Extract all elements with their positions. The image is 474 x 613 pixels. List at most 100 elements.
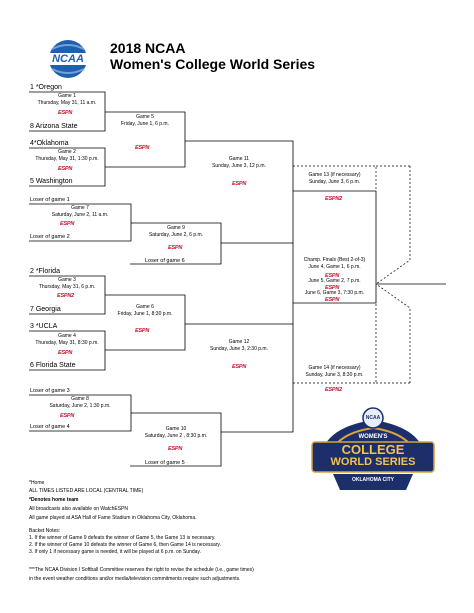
game-6-info: Game 6 Friday, June 1, 8:30 p.m. [105,304,185,318]
game-10-name: Game 10 [165,426,187,432]
page-title-line2: Women's College World Series [110,56,316,72]
game-13-time: Sunday, June 3, 6 p.m. [308,179,361,185]
loser-slot-g5: Loser of game 5 [145,460,185,466]
finals-game-3: June 6, Game 3, 7:30 p.m. [304,290,365,296]
game-1-info: Game 1 Thursday, May 31, 11 a.m. [29,93,105,107]
team-slot-1: 1 *Oregon [30,84,62,91]
game-9-name: Game 9 [167,225,185,231]
game-12-name: Game 12 [228,339,250,345]
loser-slot-g2: Loser of game 2 [30,234,70,240]
game-10-time: Saturday, June 2 , 8:30 p.m. [144,433,208,439]
game-12-espn-logo: ESPN [232,364,247,370]
game-1-espn-logo: ESPN [58,110,73,116]
game-4-info: Game 4 Thursday, May 31, 8:30 p.m. [29,333,105,347]
finals-info: Champ. Finals (Best 2-of-3) June 4, Game… [293,257,376,271]
game-11-info: Game 11 Sunday, June 3, 12 p.m. [185,156,293,170]
game-13-espn2-logo: ESPN2 [325,196,343,202]
finals-game-1-espn-logo: ESPN [325,273,340,279]
game-3-name: Game 3 [58,277,76,283]
ncaa-logo: NCAA [40,39,96,79]
footer-note-1: 1. If the winner of Game 9 defeats the w… [29,535,216,541]
footer-denotes-home: *Denotes home team [29,497,79,503]
game-12-info: Game 12 Sunday, June 3, 2:30 p.m. [185,339,293,353]
ncaa-logo-graphic [42,40,94,78]
game-5-espn-logo: ESPN [135,145,150,151]
wcws-line2-text: WORLD SERIES [330,456,416,468]
game-9-time: Saturday, June 2, 6 p.m. [148,232,204,238]
finals-game-3-espn-logo: ESPN [325,297,340,303]
team-slot-2: 2 *Florida [30,268,60,275]
footer-reserve-1: ***The NCAA Division I Softball Committe… [29,567,254,573]
loser-slot-g6: Loser of game 6 [145,258,185,264]
footer-backet-notes: Backet Notes: [29,528,61,534]
footer-reserve-2: in the event weather conditions and/or m… [29,576,241,582]
footer-note-3: 3. If only 1 if necessary game is needed… [29,549,201,555]
team-slot-5: 5 Washington [30,178,73,185]
game-9-info: Game 9 Saturday, June 2, 6 p.m. [131,225,221,239]
loser-slot-g1: Loser of game 1 [30,197,70,203]
game-14-name: Game 14 (if necessary) [308,365,361,371]
game-11-time: Sunday, June 3, 12 p.m. [212,163,266,169]
game-3-time: Thursday, May 31, 6 p.m. [38,284,96,290]
wcws-city-text: OKLAHOMA CITY [351,477,395,483]
game-6-name: Game 6 [136,304,154,310]
game-1-time: Thursday, May 31, 11 a.m. [37,100,97,106]
finals-game-1: June 4, Game 1, 6 p.m. [308,264,361,270]
game-3-info: Game 3 Thursday, May 31, 6 p.m. [29,277,105,291]
game-13-info: Game 13 (if necessary) Sunday, June 3, 6… [293,172,376,186]
finals-game-2: June 5, Game 2, 7 p.m. [308,278,361,284]
game-7-info: Game 7 Saturday, June 2, 11 a.m. [29,205,131,219]
game-6-time: Friday, June 1, 8:30 p.m. [117,311,173,317]
game-14-info: Game 14 (if necessary) Sunday, June 3, 8… [293,365,376,379]
game-11-espn-logo: ESPN [232,181,247,187]
game-12-time: Sunday, June 3, 2:30 p.m. [209,346,268,352]
game-2-espn-logo: ESPN [58,166,73,172]
game-10-espn-logo: ESPN [168,446,183,452]
game-10-info: Game 10 Saturday, June 2 , 8:30 p.m. [131,426,221,440]
game-2-name: Game 2 [58,149,76,155]
game-8-name: Game 8 [71,396,89,402]
game-6-espn-logo: ESPN [135,328,150,334]
team-slot-7: 7 Georgia [30,306,61,313]
footer-local-times: ALL TIMES LISTED ARE LOCAL (CENTRAL TIME… [29,488,144,494]
game-4-name: Game 4 [58,333,76,339]
footer-note-2: 2. If the winner of Game 10 defeats the … [29,542,221,548]
team-slot-6: 6 Florida State [30,362,76,369]
wcws-logo: NCAA WOMEN'S COLLEGE WORLD SERIES OKLAHO… [298,398,448,498]
team-slot-4: 4*Oklahoma [30,140,69,147]
game-1-name: Game 1 [58,93,76,99]
wcws-line1-text: COLLEGE [341,442,405,457]
game-8-espn-logo: ESPN [60,413,75,419]
game-9-espn-logo: ESPN [168,245,183,251]
footer-watchespn: All broadcasts also available on WatchES… [29,506,129,512]
loser-slot-g3: Loser of game 3 [30,388,70,394]
wcws-logo-graphic [311,407,435,490]
loser-slot-g4: Loser of game 4 [30,424,70,430]
game-8-info: Game 8 Saturday, June 2, 1:30 p.m. [29,396,131,410]
game-7-name: Game 7 [71,205,89,211]
game-7-time: Saturday, June 2, 11 a.m. [51,212,109,218]
game-2-info: Game 2 Thursday, May 31, 1:30 p.m. [29,149,105,163]
footer-venue: All game played at ASA Hall of Fame Stad… [29,515,197,521]
game-2-time: Thursday, May 31, 1:30 p.m. [35,156,99,162]
game-8-time: Saturday, June 2, 1:30 p.m. [49,403,111,409]
game-5-name: Game 5 [136,114,154,120]
game-14-time: Sunday, June 3, 8:30 p.m. [305,372,364,378]
game-11-name: Game 11 [228,156,250,162]
game-5-time: Friday, June 1, 6 p.m. [121,121,169,127]
wcws-top-text: WOMEN'S [358,434,388,440]
team-slot-3: 3 *UCLA [30,323,58,330]
wcws-badge-text: NCAA [365,415,381,421]
team-slot-8: 8 Arizona State [30,123,78,130]
game-3-espn2-logo: ESPN2 [57,293,75,299]
game-4-time: Thursday, May 31, 8:30 p.m. [35,340,99,346]
ncaa-logo-text: NCAA [52,53,84,65]
finals-title: Champ. Finals (Best 2-of-3) [303,257,366,263]
game-13-name: Game 13 (if necessary) [308,172,361,178]
game-14-espn2-logo: ESPN2 [325,387,343,393]
game-7-espn-logo: ESPN [60,221,75,227]
page-title-line1: 2018 NCAA [110,40,186,56]
game-5-info: Game 5 Friday, June 1, 6 p.m. [105,114,185,128]
footer-home: *Home [29,480,45,486]
